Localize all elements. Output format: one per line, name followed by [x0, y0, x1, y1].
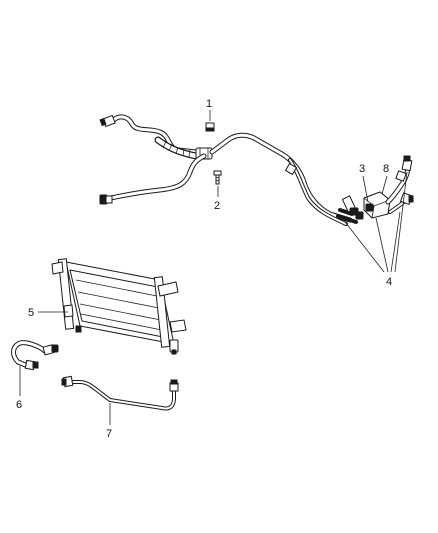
callout-8: 8: [383, 163, 389, 175]
callout-5: 5: [28, 307, 34, 319]
callout-1: 1: [206, 98, 212, 110]
leader-8: [381, 175, 388, 195]
right-fittings-cluster: [336, 155, 414, 224]
part-7-line: [61, 375, 179, 411]
corrugation-marks: [162, 140, 191, 158]
leader-4: [341, 171, 408, 273]
callout-6: 6: [16, 399, 22, 411]
callout-2: 2: [214, 200, 220, 212]
part-2-screw: [213, 170, 222, 185]
upper-hose-assembly: [99, 114, 353, 226]
callout-7: 7: [106, 428, 112, 440]
part-1-clip: [205, 122, 215, 132]
callout-3: 3: [359, 163, 365, 175]
part-6-hose: [11, 340, 59, 371]
condenser-fins: [75, 279, 168, 332]
leader-3: [362, 175, 369, 203]
callout-4: 4: [386, 276, 392, 288]
part-5-condenser: [51, 258, 187, 355]
